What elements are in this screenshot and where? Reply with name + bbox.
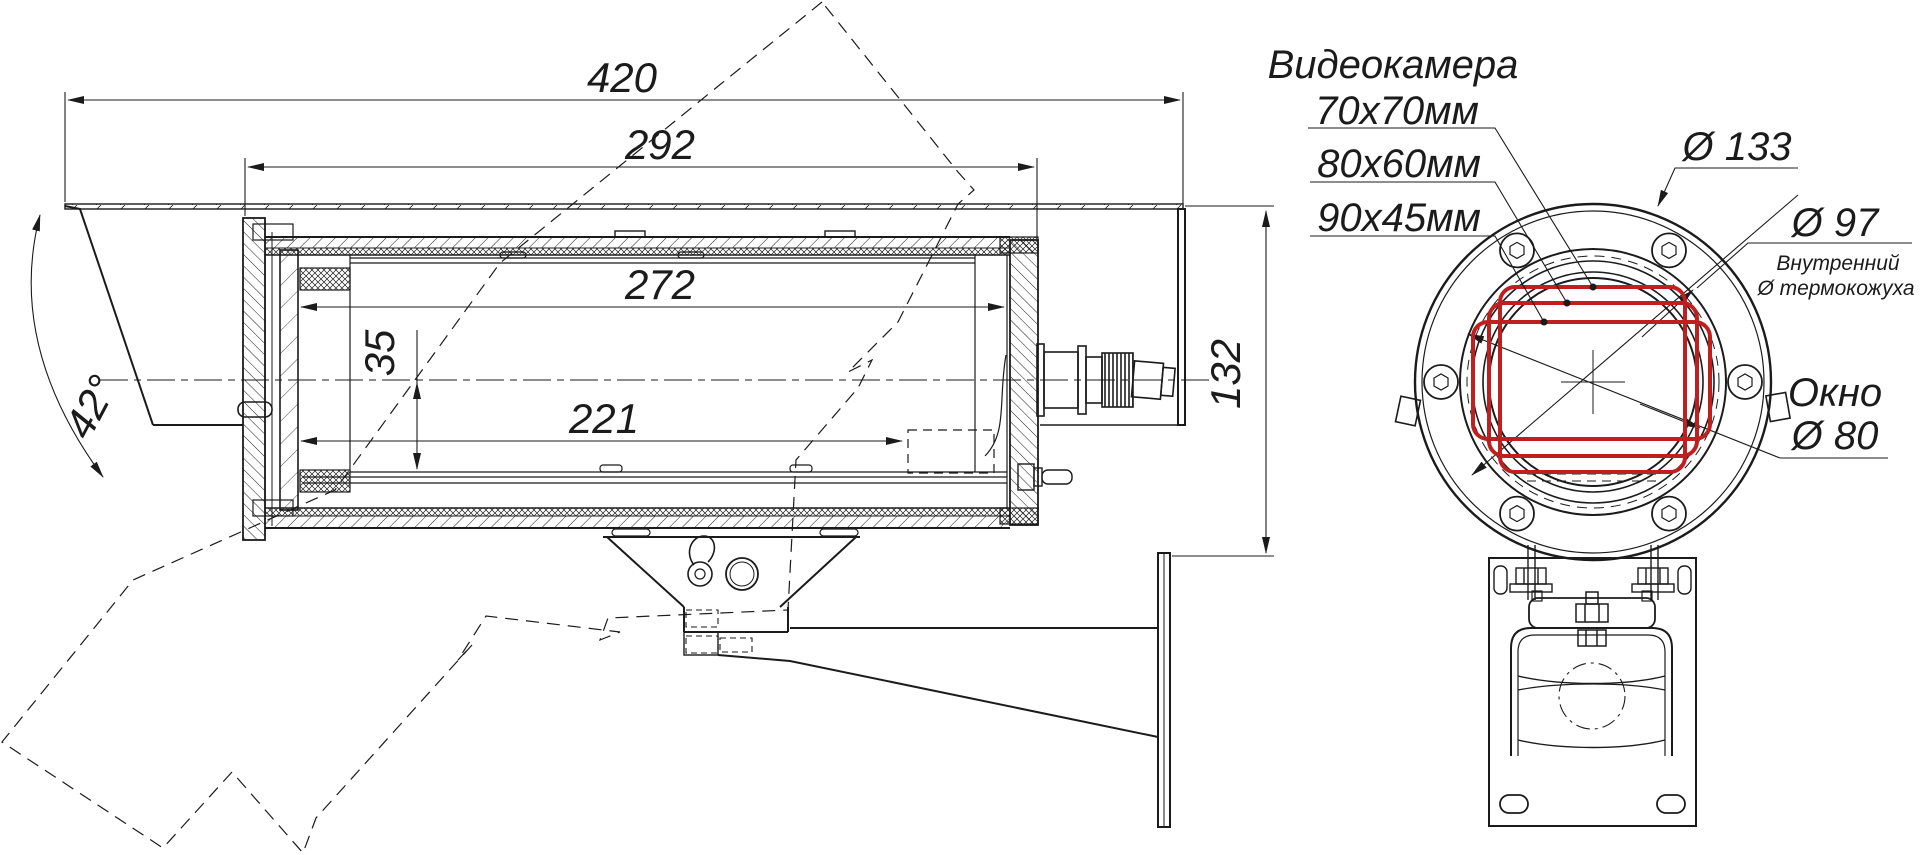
dimension-420 <box>64 92 1184 204</box>
clamp-screw <box>252 499 294 517</box>
front-cap <box>242 217 351 541</box>
dim-292-label: 292 <box>624 121 695 168</box>
size-80x60-label: 80x60мм <box>1317 142 1481 186</box>
lock-lever-handle <box>688 535 716 566</box>
shield-angle-arc <box>30 214 104 478</box>
diameter-lines <box>1467 194 1888 476</box>
window-glass <box>279 249 299 511</box>
mounting-bracket <box>603 527 860 656</box>
pole-hole <box>1558 662 1626 730</box>
camera-90x45 <box>1471 320 1712 441</box>
clamp-saddle <box>1510 627 1673 756</box>
camera-80x60 <box>1487 301 1699 458</box>
cable-connector <box>1036 343 1176 417</box>
bolt-holes <box>1423 232 1763 532</box>
plate-slot-left <box>1499 794 1529 814</box>
housing-walls <box>265 230 1010 529</box>
rubber-pad-left <box>1493 565 1508 595</box>
sun-shield <box>64 203 1186 426</box>
inner-diameter-label: Ø 97 <box>1790 201 1880 245</box>
rear-cap <box>999 236 1039 526</box>
shield-opened-outline <box>1 1 975 855</box>
flange-diameter-label: Ø 133 <box>1681 125 1792 169</box>
size-90x45-label: 90x45мм <box>1317 196 1481 240</box>
dim-420-label: 420 <box>587 54 658 101</box>
window-label: Окно <box>1788 371 1882 415</box>
bracket-arm <box>717 552 1171 828</box>
center-stud <box>1575 591 1609 647</box>
dimensions <box>64 92 1274 557</box>
dimension-292 <box>244 158 1038 238</box>
size-70x70-label: 70x70мм <box>1315 89 1479 133</box>
yoke-plate <box>1528 597 1656 629</box>
dim-272-label: 272 <box>624 261 695 308</box>
front-title: Видеокамера <box>1268 43 1519 87</box>
top-tab <box>824 230 856 238</box>
dim-42deg-label: 42° <box>55 368 126 446</box>
size-label-leaders <box>1308 127 1912 326</box>
shield-rear-wall <box>1177 208 1186 426</box>
dim-221-label: 221 <box>568 395 639 442</box>
clamp-screw <box>252 223 294 241</box>
lock-lever-base <box>687 561 713 587</box>
pole-bracket <box>1488 545 1697 827</box>
hinge-tab-left <box>1394 395 1422 427</box>
top-tab <box>614 230 646 238</box>
rubber-pad-right <box>1677 565 1692 595</box>
ground-bolt <box>1017 463 1073 491</box>
seal-block <box>299 267 351 291</box>
dimension-132 <box>1172 205 1274 557</box>
side-view <box>1 1 1212 855</box>
flange-circles <box>1413 202 1773 562</box>
front-view <box>1394 194 1888 562</box>
tilt-knob <box>725 557 759 591</box>
center-cross <box>1561 350 1625 414</box>
window-diameter-label: Ø 80 <box>1790 414 1879 458</box>
dim-35-label: 35 <box>356 329 403 376</box>
camera-sled <box>303 251 1007 484</box>
plate-slot-right <box>1656 794 1686 814</box>
inner-note-line1: Внутренний <box>1776 252 1899 275</box>
bracket-plate <box>1488 557 1697 827</box>
seal-block <box>299 469 351 493</box>
ubolt-nut-right <box>1631 567 1675 593</box>
inner-note-line2: Ø термокожуха <box>1756 277 1914 300</box>
ubolt-nut-left <box>1509 567 1553 593</box>
hinge-tab-right <box>1764 391 1792 423</box>
hidden-camera-box <box>907 429 995 474</box>
cable-wire <box>984 354 1007 457</box>
dim-132-label: 132 <box>1202 339 1249 409</box>
